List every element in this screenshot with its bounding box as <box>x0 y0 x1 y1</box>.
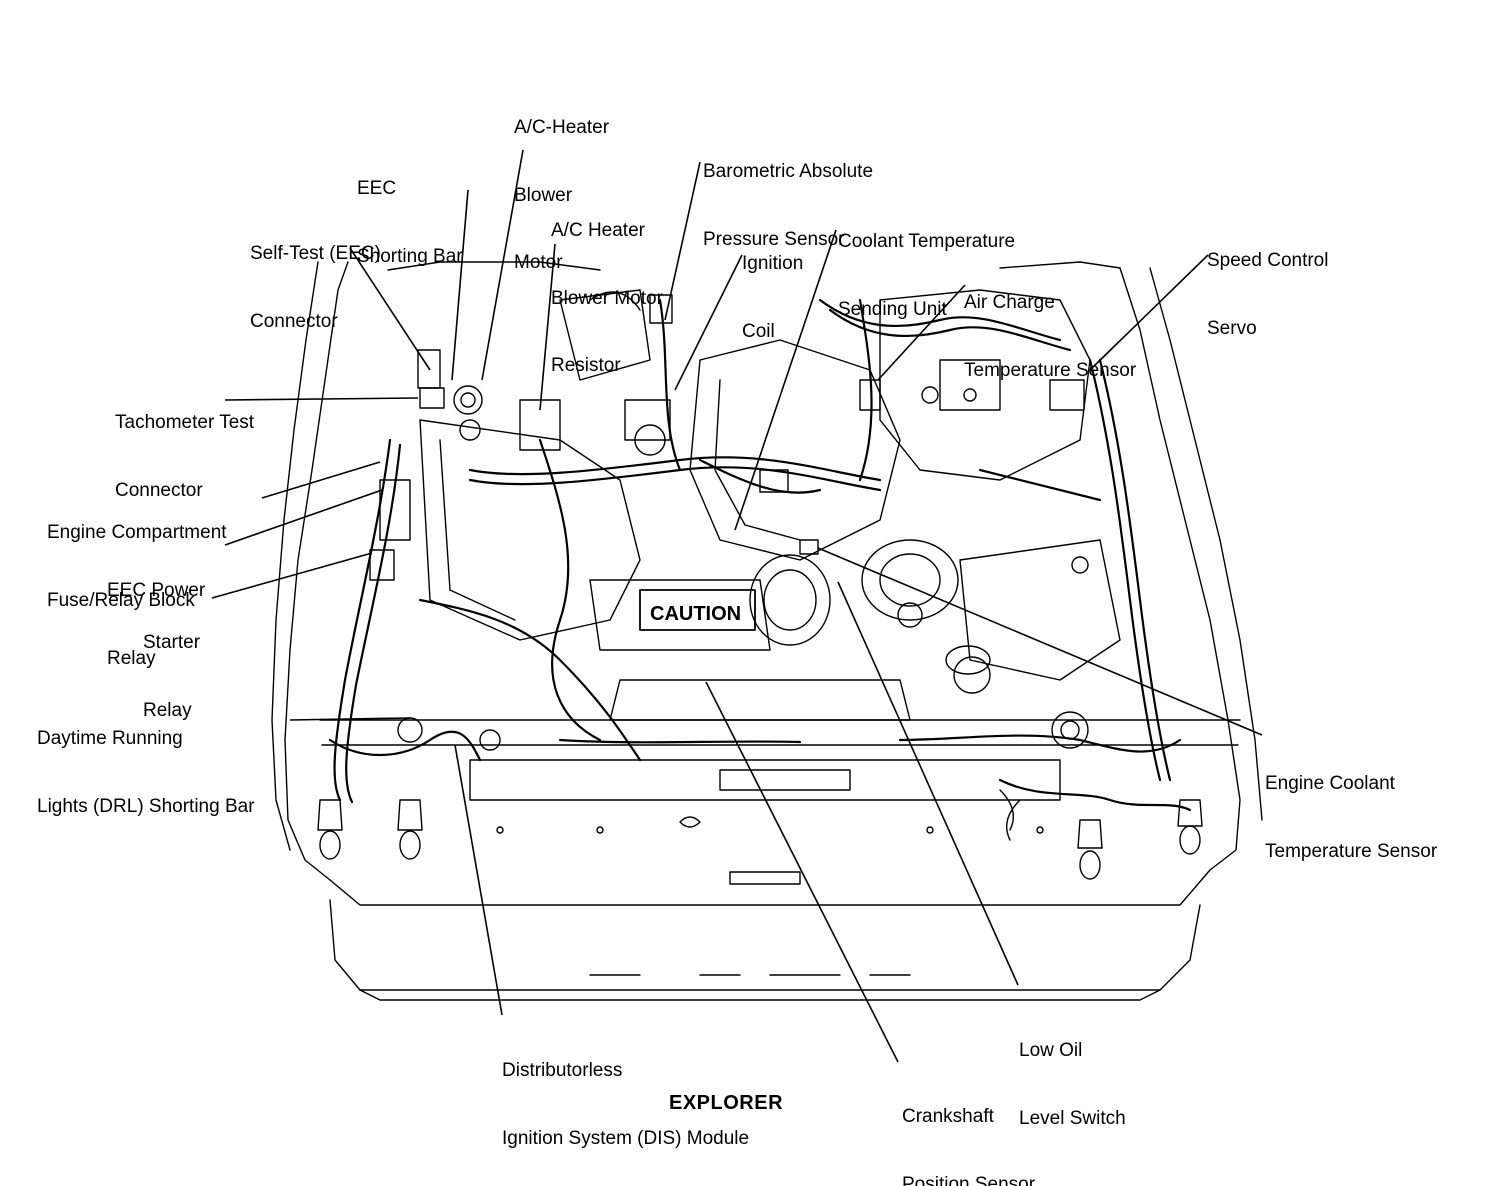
label-line: Distributorless <box>502 1060 623 1081</box>
label-line: Sending Unit <box>838 298 947 320</box>
label-line: Blower Motor <box>551 287 663 309</box>
label-line: Connector <box>115 479 203 501</box>
label-line: Position Sensor <box>902 1173 1036 1186</box>
label-line: Relay <box>143 699 192 721</box>
leader-ignition-coil <box>674 254 743 391</box>
label-ac-heater-blower-motor-resistor: A/C Heater Blower Motor Resistor <box>551 175 663 423</box>
label-line: Temperature Sensor <box>964 359 1137 381</box>
label-barometric-absolute-pressure-sensor: Barometric Absolute Pressure Sensor <box>703 116 873 296</box>
label-line: EEC Power <box>107 580 206 601</box>
label-air-charge-temperature-sensor: Air Charge Temperature Sensor <box>964 247 1136 427</box>
leader-low-oil-switch <box>837 581 1019 986</box>
leader-speed-control-servo <box>1091 254 1209 369</box>
label-line: Air Charge <box>964 292 1055 313</box>
label-line: Relay <box>107 647 156 669</box>
leader-drl-shorting-bar <box>289 717 411 721</box>
leader-blower-motor-resistor <box>539 243 556 411</box>
label-line: Low Oil <box>1019 1040 1083 1061</box>
wiring-harness <box>328 298 1192 812</box>
label-line: Ignition System (DIS) Module <box>502 1127 750 1149</box>
label-line: Coolant Temperature <box>838 231 1016 252</box>
label-line: Level Switch <box>1019 1107 1126 1129</box>
label-line: EEC <box>357 178 397 199</box>
leader-lines <box>211 149 1263 1063</box>
label-line: Starter <box>143 632 201 653</box>
label-dis-module: Distributorless Ignition System (DIS) Mo… <box>502 1015 749 1186</box>
label-line: Lights (DRL) Shorting Bar <box>37 795 255 817</box>
label-line: Tachometer Test <box>115 412 255 433</box>
label-line: Servo <box>1207 317 1257 339</box>
label-line: Blower <box>514 184 573 206</box>
label-line: Coil <box>742 320 775 342</box>
label-line: A/C Heater <box>551 220 645 241</box>
leader-engine-coolant-sensor <box>817 547 1263 736</box>
label-low-oil-level-switch: Low Oil Level Switch <box>1019 995 1126 1175</box>
label-line: Engine Compartment <box>47 522 227 543</box>
label-starter-relay: Starter Relay <box>143 587 200 767</box>
label-line: Ignition <box>742 253 804 274</box>
label-line: Pressure Sensor <box>703 228 845 250</box>
diagram-caption: EXPLORER <box>669 1092 784 1114</box>
label-line: Daytime Running <box>37 728 183 749</box>
label-line: Speed Control <box>1207 250 1329 271</box>
label-line: Fuse/Relay Block <box>47 589 195 611</box>
leader-air-charge-sensor <box>877 284 966 381</box>
label-engine-compartment-fuse-relay-block: Engine Compartment Fuse/Relay Block <box>47 477 227 657</box>
leader-dis-module <box>454 744 503 1016</box>
leader-self-test-connector <box>349 247 431 371</box>
leader-coolant-sending-unit <box>734 229 837 531</box>
leader-eec-power-relay <box>224 489 383 546</box>
leader-crankshaft-sensor <box>705 681 899 1063</box>
label-eec-power-relay: EEC Power Relay <box>107 535 205 715</box>
label-ignition-coil: Ignition Coil <box>742 208 803 388</box>
leader-ac-heater-blower-motor <box>481 149 524 381</box>
label-line: Temperature Sensor <box>1265 840 1438 862</box>
label-ac-heater-blower-motor: A/C-Heater Blower Motor <box>514 72 609 320</box>
label-line: Engine Coolant <box>1265 773 1395 794</box>
label-line: Crankshaft <box>902 1106 994 1127</box>
label-line: Shorting Bar <box>357 245 463 267</box>
caution-stencil: CAUTION <box>650 603 741 625</box>
leader-tachometer-connector <box>224 397 419 401</box>
leader-starter-relay <box>211 552 373 599</box>
label-line: Motor <box>514 252 563 273</box>
label-drl-shorting-bar: Daytime Running Lights (DRL) Shorting Ba… <box>37 683 255 863</box>
label-engine-coolant-temperature-sensor: Engine Coolant Temperature Sensor <box>1265 728 1437 908</box>
label-line: Connector <box>250 310 338 332</box>
label-line: Barometric Absolute <box>703 161 874 182</box>
label-self-test-eec-connector: Self-Test (EEC) Connector <box>250 198 381 378</box>
leader-eec-shorting-bar <box>451 189 469 381</box>
label-coolant-temperature-sending-unit: Coolant Temperature Sending Unit <box>838 186 1015 366</box>
leader-barometric-sensor <box>664 161 701 321</box>
leader-fuse-relay-block <box>261 461 381 499</box>
caution-sticker <box>639 589 756 631</box>
radiator-support <box>319 719 1241 885</box>
label-line: Resistor <box>551 355 621 376</box>
engine-block <box>419 289 1121 721</box>
fender-outline <box>271 261 1263 1001</box>
label-eec-shorting-bar: EEC Shorting Bar <box>357 133 463 313</box>
label-crankshaft-position-sensor: Crankshaft Position Sensor <box>902 1061 1035 1186</box>
label-line: A/C-Heater <box>514 117 610 138</box>
components <box>317 294 1203 976</box>
label-speed-control-servo: Speed Control Servo <box>1207 205 1328 385</box>
label-tachometer-test-connector: Tachometer Test Connector <box>115 367 254 547</box>
label-line: Self-Test (EEC) <box>250 243 381 264</box>
